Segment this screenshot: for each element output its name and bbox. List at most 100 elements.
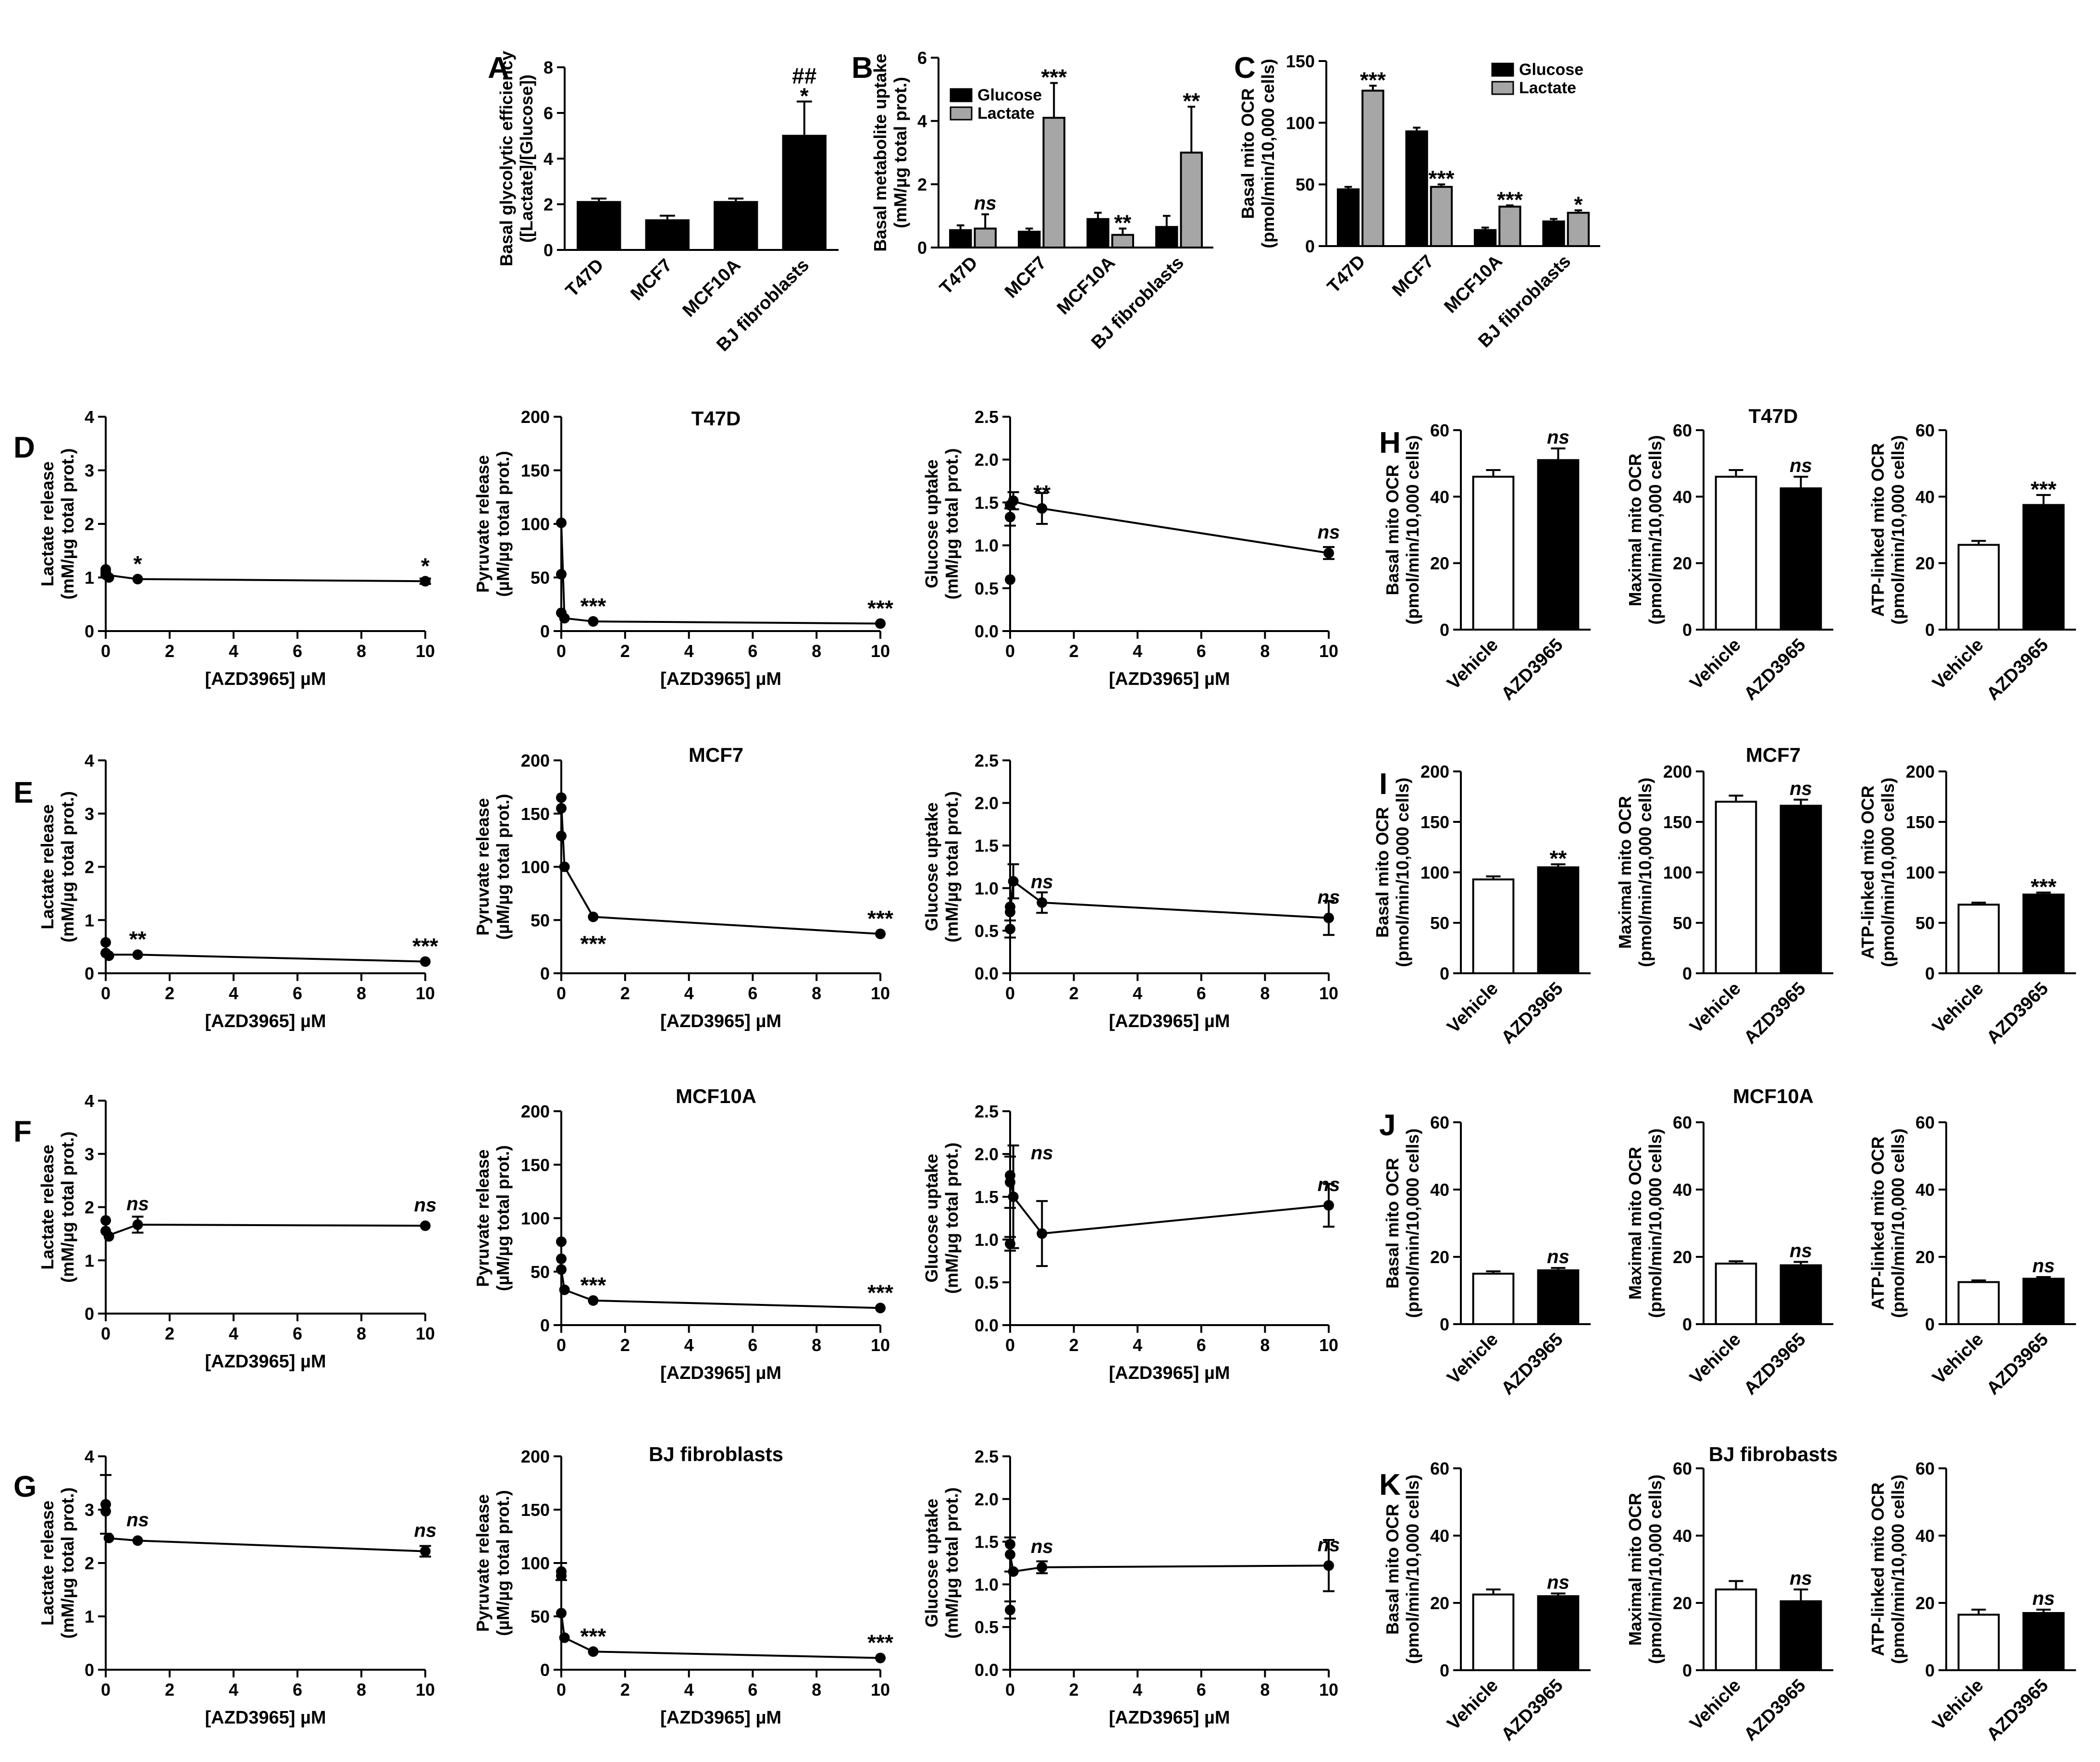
bar [974, 227, 997, 248]
y-tick-label: 40 [1673, 1526, 1692, 1546]
significance-label: ns [1790, 1241, 1812, 1262]
x-axis-label: [AZD3965] µM [1109, 1363, 1230, 1383]
data-point [1037, 503, 1048, 514]
bar [1336, 188, 1360, 247]
y-tick-label: 1.0 [975, 879, 999, 898]
category-label: Vehicle [1929, 979, 1988, 1037]
y-tick-label: 150 [1906, 812, 1935, 832]
bar [577, 201, 621, 251]
y-axis-label: (µM/µg total prot.) [493, 1145, 513, 1291]
y-tick-label: 0 [1682, 1661, 1692, 1680]
panel-letter-H: H [1379, 426, 1401, 459]
significance-label: ns [414, 1520, 437, 1541]
significance-label: ns [1031, 871, 1053, 893]
y-tick-label: 40 [1915, 1526, 1935, 1546]
data-point [556, 569, 567, 580]
y-axis-label: Basal mito OCR [1383, 1158, 1402, 1289]
significance-label: * [134, 551, 142, 576]
y-axis-label: (µM/µg total prot.) [493, 1490, 513, 1636]
y-axis-label: (µM/µg total prot.) [493, 451, 513, 596]
data-point [1008, 1191, 1019, 1202]
y-tick-label: 0 [540, 621, 550, 641]
y-tick-label: 50 [1296, 175, 1315, 195]
category-label: AZD3965 [1497, 635, 1567, 705]
y-tick-label: 6 [544, 103, 553, 123]
y-tick-label: 0 [917, 238, 927, 258]
bar [2022, 504, 2065, 631]
y-tick-label: 100 [521, 1553, 550, 1573]
bar [1498, 205, 1521, 247]
y-axis-label: (mM/µg total prot.) [942, 1488, 962, 1639]
y-tick-label: 100 [521, 514, 550, 534]
x-tick-label: 10 [871, 983, 890, 1003]
x-tick-label: 8 [357, 641, 366, 661]
data-point [1005, 511, 1015, 522]
y-tick-label: 0 [1925, 1315, 1935, 1334]
significance-label: ** [1114, 211, 1131, 236]
bar [714, 201, 758, 251]
x-axis-label: [AZD3965] µM [660, 1011, 781, 1031]
data-point [1037, 1562, 1048, 1573]
y-tick-label: 0.0 [975, 1315, 999, 1335]
data-point [1005, 901, 1015, 912]
y-tick-label: 4 [544, 149, 553, 169]
y-axis-label: (pmol/min/10,000 cells) [1645, 1129, 1665, 1318]
significance-label: *** [2031, 477, 2057, 502]
bar [1537, 866, 1580, 974]
y-axis-label: (pmol/min/10,000 cells) [1403, 1475, 1422, 1664]
y-tick-label: 60 [1915, 1113, 1935, 1132]
y-tick-label: 0 [540, 1315, 550, 1335]
data-point [132, 949, 143, 960]
y-axis-label: Pyruvate release [473, 455, 493, 593]
y-tick-label: 3 [85, 461, 94, 481]
y-axis-label: Pyruvate release [473, 1494, 493, 1632]
y-axis-label: Basal mito OCR [1238, 88, 1258, 219]
y-axis-label: Maximal mito OCR [1625, 1147, 1645, 1300]
data-point [1037, 897, 1048, 908]
y-tick-label: 0.0 [975, 1660, 999, 1680]
category-label: Vehicle [1444, 1329, 1502, 1388]
y-tick-label: 0.0 [975, 964, 999, 983]
series-line [1009, 1175, 1329, 1235]
x-tick-label: 6 [1197, 983, 1206, 1003]
y-axis-label: (mM/µg total prot.) [58, 1131, 77, 1283]
y-axis-label: (mM/µg total prot.) [942, 1142, 962, 1294]
significance-label: ns [1318, 1534, 1340, 1555]
bar [1715, 1263, 1757, 1325]
y-tick-label: 2.0 [975, 794, 999, 813]
y-tick-label: 0 [1305, 236, 1315, 256]
significance-label: ns [2032, 1255, 2055, 1277]
data-point [875, 618, 886, 629]
x-tick-label: 6 [293, 983, 302, 1003]
data-point [559, 1632, 570, 1643]
y-tick-label: 60 [1430, 421, 1449, 440]
y-tick-label: 2 [85, 514, 94, 534]
y-tick-label: 200 [1421, 762, 1449, 782]
category-label: T47D [562, 255, 607, 301]
category-label: Vehicle [1929, 1329, 1988, 1388]
y-tick-label: 3 [85, 1144, 94, 1164]
x-tick-label: 0 [556, 1335, 566, 1355]
y-tick-label: 1 [85, 910, 94, 930]
x-axis-label: [AZD3965] µM [1109, 669, 1230, 689]
y-tick-label: 0.5 [975, 1273, 999, 1292]
y-tick-label: 1 [85, 1607, 94, 1626]
y-tick-label: 4 [85, 751, 94, 770]
x-tick-label: 2 [165, 641, 174, 661]
y-axis-label: Pyruvate release [473, 798, 493, 935]
y-tick-label: 0 [1682, 620, 1692, 640]
significance-label: * [1574, 192, 1582, 217]
y-tick-label: 0 [1440, 1315, 1449, 1334]
y-tick-label: 50 [531, 1607, 550, 1626]
x-tick-label: 4 [229, 1680, 238, 1700]
y-axis-label: (pmol/min/10,000 cells) [1878, 778, 1898, 967]
series-line [560, 522, 881, 625]
bar [1715, 1588, 1757, 1671]
data-point [100, 1215, 111, 1226]
row-title: MCF10A [1733, 1085, 1814, 1107]
